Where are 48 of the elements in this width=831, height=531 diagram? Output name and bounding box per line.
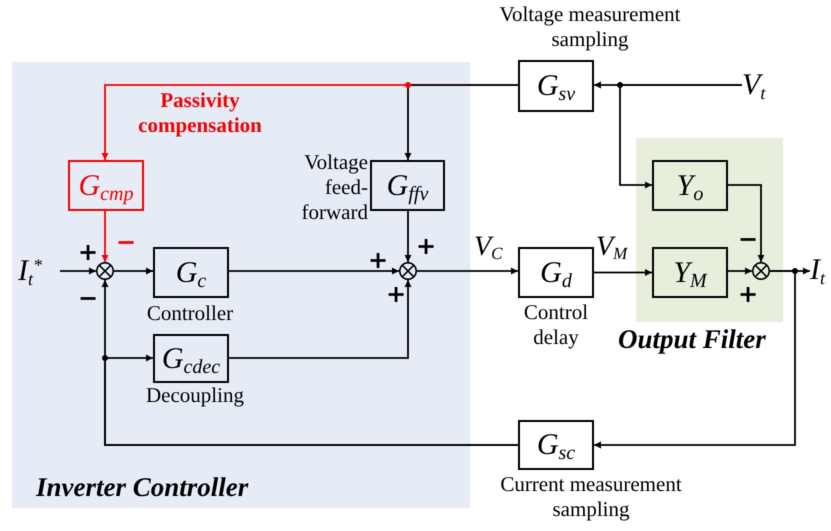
sign-label: − bbox=[116, 230, 136, 254]
sign-label: + bbox=[368, 248, 388, 272]
sign-label: + bbox=[78, 240, 98, 264]
block-caption: Current measurement sampling bbox=[499, 472, 683, 522]
sign-label: − bbox=[738, 227, 758, 251]
signal-arrow bbox=[104, 354, 518, 446]
signal-arrow bbox=[728, 184, 764, 262]
transfer-function-block: Y$_{M}$ bbox=[652, 247, 728, 298]
block-caption: Controller bbox=[146, 301, 234, 326]
edge-label: V$_{C}$ bbox=[474, 230, 504, 266]
sign-label: + bbox=[386, 282, 406, 306]
transfer-function-block: G$_{cdec}$ bbox=[153, 334, 229, 383]
signal-label: V$_{t}$ bbox=[742, 65, 778, 105]
block-caption: Voltage measurement sampling bbox=[498, 2, 682, 52]
signal-arrow bbox=[594, 270, 796, 448]
summing-junction bbox=[399, 262, 417, 280]
transfer-function-block: G$_{c}$ bbox=[153, 247, 229, 298]
transfer-function-block: G$_{sc}$ bbox=[518, 420, 594, 470]
region-title: Output Filter bbox=[618, 323, 766, 356]
signal-arrow bbox=[404, 211, 412, 262]
signal-label: I$_{t}$ bbox=[810, 250, 831, 290]
signal-arrow bbox=[114, 268, 153, 274]
signal-arrow bbox=[594, 269, 652, 276]
transfer-function-block: G$_{sv}$ bbox=[518, 60, 594, 112]
transfer-function-block: G$_{cmp}$ bbox=[68, 160, 144, 211]
edge-label: V$_{M}$ bbox=[596, 230, 629, 266]
sign-label: + bbox=[416, 234, 436, 258]
edge-label: Passivity compensation bbox=[137, 88, 263, 138]
sign-label: − bbox=[78, 286, 98, 310]
transfer-function-block: Y$_{o}$ bbox=[652, 160, 728, 211]
transfer-function-block: G$_{d}$ bbox=[518, 247, 594, 298]
transfer-function-block: G$_{ffv}$ bbox=[370, 160, 445, 211]
region-background bbox=[12, 62, 470, 508]
block-caption: Control delay bbox=[522, 300, 590, 350]
block-caption: Voltage feed-forward bbox=[300, 150, 368, 225]
signal-arrow bbox=[102, 211, 108, 262]
signal-arrow bbox=[404, 84, 518, 160]
signal-arrow bbox=[417, 268, 518, 274]
signal-arrow bbox=[619, 84, 742, 188]
signal-arrow bbox=[60, 268, 96, 274]
signal-arrow bbox=[728, 268, 752, 274]
signal-arrow bbox=[229, 280, 412, 359]
summing-junction bbox=[752, 262, 770, 280]
signal-arrow bbox=[229, 268, 399, 274]
region-title: Inverter Controller bbox=[36, 471, 248, 504]
sign-label: + bbox=[738, 282, 758, 306]
summing-junction bbox=[96, 262, 114, 280]
block-caption: Decoupling bbox=[145, 383, 245, 408]
